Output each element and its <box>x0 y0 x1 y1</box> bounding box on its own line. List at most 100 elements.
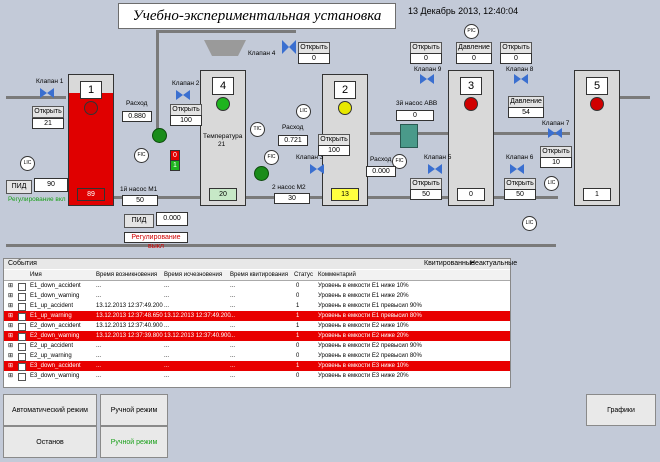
valve-9-icon[interactable] <box>420 74 434 84</box>
tank-3[interactable]: 3 0 <box>448 70 494 206</box>
cell-status: 0 <box>296 283 300 289</box>
pipe-right2 <box>610 96 650 99</box>
row-checkbox[interactable] <box>18 373 26 381</box>
cell-t1: ... <box>96 343 102 349</box>
events-header: События Квитированные Неактуальные <box>4 259 517 269</box>
col-time-start[interactable]: Время возникновения <box>96 272 158 278</box>
cell-t3: ... <box>230 353 236 359</box>
valve-2-icon[interactable] <box>176 90 190 100</box>
expand-icon[interactable]: ⊞ <box>8 303 14 309</box>
flow-3-value: 0.000 <box>366 166 396 177</box>
pump-1-icon[interactable] <box>152 128 167 143</box>
valve-1-value: 21 <box>32 118 64 129</box>
valve-1-icon[interactable] <box>40 88 54 98</box>
tank-1[interactable]: 1 89 <box>68 74 114 206</box>
expand-icon[interactable]: ⊞ <box>8 313 14 319</box>
pipe-top <box>156 30 296 33</box>
pid-2-value: 0.000 <box>156 212 188 226</box>
valve-3-icon[interactable] <box>310 164 324 174</box>
row-checkbox[interactable] <box>18 333 26 341</box>
events-tab-acknowledged[interactable]: Квитированные <box>424 260 475 267</box>
pressure-1-value: 0 <box>456 53 492 64</box>
cell-status: 0 <box>296 373 300 379</box>
expand-icon[interactable]: ⊞ <box>8 323 14 329</box>
manual-active-indicator[interactable]: Ручной режим <box>100 426 168 458</box>
col-name[interactable]: Имя <box>30 272 42 278</box>
row-checkbox[interactable] <box>18 293 26 301</box>
row-checkbox[interactable] <box>18 353 26 361</box>
tank-5[interactable]: 5 1 <box>574 70 620 206</box>
fic-2-sensor: FIC <box>264 150 279 165</box>
tank-4-level: 20 <box>209 188 237 201</box>
expand-icon[interactable]: ⊞ <box>8 293 14 299</box>
cell-t2: ... <box>164 283 170 289</box>
pump-2-icon[interactable] <box>254 166 269 181</box>
valve-4-icon[interactable] <box>282 40 296 54</box>
expand-icon[interactable]: ⊞ <box>8 363 14 369</box>
pipe-v1 <box>156 30 159 140</box>
row-checkbox[interactable] <box>18 363 26 371</box>
cell-t1: 13.12.2013 12:37:48.650 <box>96 313 163 319</box>
flow-3-label: Расход <box>370 156 392 163</box>
expand-icon[interactable]: ⊞ <box>8 343 14 349</box>
main-pipe <box>6 96 66 99</box>
pid-1-button[interactable]: ПИД <box>6 180 32 194</box>
row-checkbox[interactable] <box>18 283 26 291</box>
col-status[interactable]: Статус <box>294 272 313 278</box>
avv-valve-icon[interactable] <box>400 124 418 148</box>
page-title: Учебно-экспериментальная установка <box>118 3 396 29</box>
pid-2-button[interactable]: ПИД <box>124 214 154 228</box>
cell-comment: Уровень в емкости Е1 превысил 80% <box>318 313 422 319</box>
expand-icon[interactable]: ⊞ <box>8 333 14 339</box>
events-columns: Имя Время возникновения Время исчезновен… <box>4 270 510 281</box>
manual-mode-button[interactable]: Ручной режим <box>100 394 168 426</box>
cell-comment: Уровень в емкости Е3 ниже 20% <box>318 373 409 379</box>
auto-mode-button[interactable]: Автоматический режим <box>3 394 97 426</box>
pump-2-value: 30 <box>274 193 310 204</box>
row-checkbox[interactable] <box>18 303 26 311</box>
valve-8-icon[interactable] <box>514 74 528 84</box>
stop-button[interactable]: Останов <box>3 426 97 458</box>
row-checkbox[interactable] <box>18 323 26 331</box>
charts-button[interactable]: Графики <box>586 394 656 426</box>
cell-status: 0 <box>296 293 300 299</box>
valve-1-open-button[interactable]: Открыть <box>32 106 64 118</box>
expand-icon[interactable]: ⊞ <box>8 283 14 289</box>
cell-t3: ... <box>230 363 236 369</box>
cell-comment: Уровень в емкости Е1 превысил 90% <box>318 303 422 309</box>
col-time-end[interactable]: Время исчезновения <box>164 272 223 278</box>
valve-7-icon[interactable] <box>548 128 562 138</box>
tic-sensor: TIC <box>250 122 265 137</box>
col-time-ack[interactable]: Время квитирования <box>230 272 289 278</box>
temperature-value: 21 <box>218 141 226 148</box>
row-checkbox[interactable] <box>18 313 26 321</box>
fic-1-sensor: FIC <box>134 148 149 163</box>
valve-4-label: Клапан 4 <box>248 50 276 57</box>
tank-4[interactable]: 4 Температура 21 20 <box>200 70 246 206</box>
valve-5-icon[interactable] <box>428 164 442 174</box>
expand-icon[interactable]: ⊞ <box>8 353 14 359</box>
tank-4-number: 4 <box>212 77 234 95</box>
col-comment[interactable]: Комментарий <box>318 272 356 278</box>
row-checkbox[interactable] <box>18 343 26 351</box>
cell-t2: ... <box>164 373 170 379</box>
tank-2-level: 13 <box>331 188 359 201</box>
cell-t3: ... <box>230 373 236 379</box>
tank-5-number: 5 <box>586 77 608 95</box>
expand-icon[interactable]: ⊞ <box>8 373 14 379</box>
valve-8-label: Клапан 8 <box>506 66 534 73</box>
valve-avv-value: 0 <box>396 110 434 121</box>
cell-t3: ... <box>230 303 236 309</box>
valve-6-icon[interactable] <box>510 164 524 174</box>
events-tab-inactive[interactable]: Неактуальные <box>470 260 518 267</box>
